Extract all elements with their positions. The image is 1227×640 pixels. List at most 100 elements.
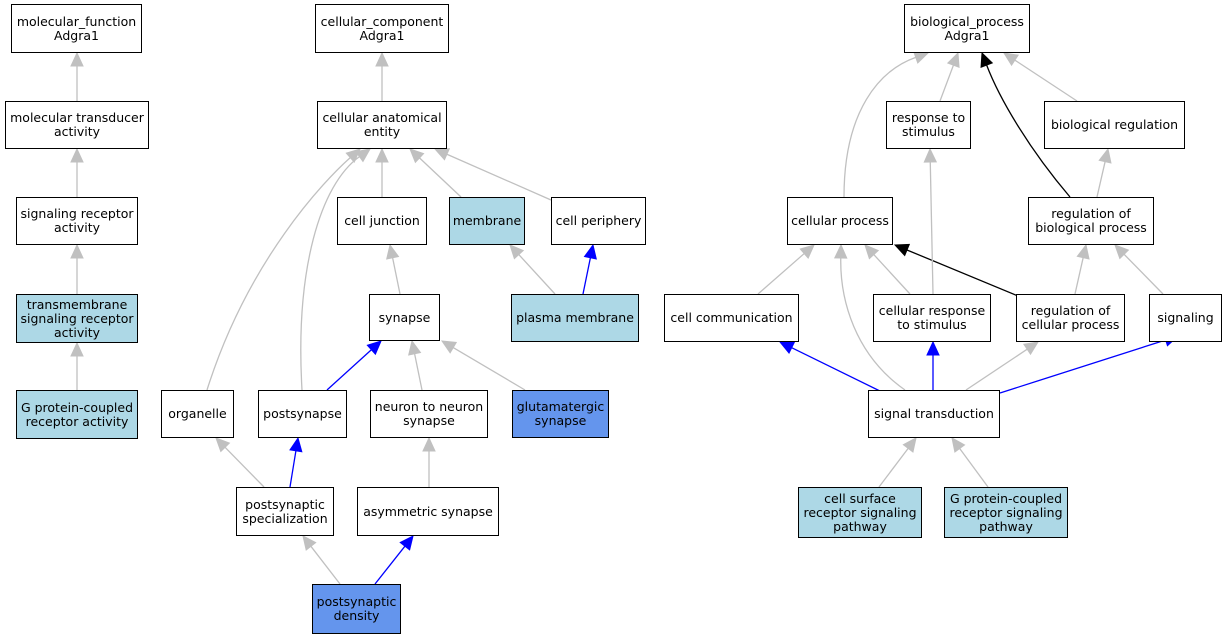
edge-postsyn_density-to-postsyn_spec xyxy=(310,545,341,585)
edge-arrowhead-postsyn_spec-to-postsynapse xyxy=(289,436,303,453)
node-g-protein-coupled-receptor-signaling-pathway[interactable]: G protein-coupled receptor signaling pat… xyxy=(944,487,1068,538)
edge-arrowhead-signal_transduction-to-cell_process xyxy=(833,243,848,259)
edge-postsyn_density-to-asym_synapse xyxy=(374,545,406,585)
node-postsynaptic-density[interactable]: postsynaptic density xyxy=(312,584,401,634)
edge-arrowhead-postsyn_density-to-postsyn_spec xyxy=(302,535,317,551)
edge-arrowhead-membrane-to-cell_anat xyxy=(409,148,425,164)
edge-arrowhead-bio_reg-to-bp_root xyxy=(1003,52,1020,67)
edge-gpcr_pathway-to-signal_transduction xyxy=(959,448,989,488)
edge-arrowhead-plasma_membrane-to-membrane xyxy=(509,244,525,260)
edge-reg_cell_process-to-reg_bio_process xyxy=(1074,257,1084,295)
node-signaling-receptor-activity[interactable]: signaling receptor activity xyxy=(16,197,138,245)
node-asymmetric-synapse[interactable]: asymmetric synapse xyxy=(357,487,499,536)
node-cell-periphery[interactable]: cell periphery xyxy=(551,197,646,245)
node-transmembrane-signaling-receptor-activity[interactable]: transmembrane signaling receptor activit… xyxy=(16,294,138,343)
edge-signal_transduction-to-reg_cell_process xyxy=(965,348,1028,391)
node-cell-surface-receptor-signaling-pathway[interactable]: cell surface receptor signaling pathway xyxy=(798,487,922,538)
edge-signaling-to-reg_bio_process xyxy=(1123,253,1164,295)
node-cellular-component-root[interactable]: cellular_component Adgra1 xyxy=(315,4,449,53)
node-molecular-function-root[interactable]: molecular_function Adgra1 xyxy=(11,4,142,53)
edge-arrowhead-n2n_synapse-to-synapse xyxy=(408,339,422,356)
edge-reg_bio_process-to-bio_reg xyxy=(1096,161,1106,198)
node-biological-regulation[interactable]: biological regulation xyxy=(1044,101,1185,149)
node-membrane[interactable]: membrane xyxy=(449,197,525,245)
edge-plasma_membrane-to-cell_periphery xyxy=(582,257,592,295)
edge-arrowhead-reg_cell_process-to-reg_bio_process xyxy=(1076,243,1090,260)
edge-postsynapse-to-synapse xyxy=(326,349,372,391)
edge-plasma_membrane-to-membrane xyxy=(518,254,556,295)
node-cellular-response-to-stimulus[interactable]: cellular response to stimulus xyxy=(873,294,991,342)
edge-arrowhead-reg_cell_process-to-cell_process xyxy=(893,243,911,257)
node-cellular-process[interactable]: cellular process xyxy=(787,197,893,245)
edge-arrowhead-cell_resp_stim-to-resp_stimulus xyxy=(923,147,938,163)
node-molecular-transducer-activity[interactable]: molecular transducer activity xyxy=(5,101,149,149)
edge-cell_resp_stim-to-cell_process xyxy=(873,254,911,295)
edge-arrowhead-cell_anat-to-cc_root xyxy=(375,51,389,67)
edge-signal_transduction-to-cell_process xyxy=(840,257,906,391)
edge-bio_reg-to-bp_root xyxy=(1014,59,1078,102)
edge-postsynapse-to-cell_anat xyxy=(300,156,360,391)
edge-reg_cell_process-to-cell_process xyxy=(906,249,1019,297)
node-cell-junction[interactable]: cell junction xyxy=(337,197,427,245)
edge-membrane-to-cell_anat xyxy=(419,157,462,198)
node-regulation-of-cellular-process[interactable]: regulation of cellular process xyxy=(1016,294,1125,342)
node-organelle[interactable]: organelle xyxy=(161,390,234,438)
node-postsynaptic-specialization[interactable]: postsynaptic specialization xyxy=(236,487,334,536)
node-biological-process-root[interactable]: biological_process Adgra1 xyxy=(904,4,1030,53)
edge-arrowhead-asym_synapse-to-n2n_synapse xyxy=(422,436,436,452)
node-signal-transduction[interactable]: signal transduction xyxy=(868,390,1000,438)
edge-arrowhead-cell_junction-to-cell_anat xyxy=(375,147,389,163)
node-response-to-stimulus[interactable]: response to stimulus xyxy=(886,101,971,149)
edge-synapse-to-cell_junction xyxy=(391,257,401,295)
edge-signal_transduction-to-signaling xyxy=(999,339,1166,394)
edge-arrowhead-sig_receptor-to-mol_transducer xyxy=(70,147,84,163)
edge-cell_comm-to-cell_process xyxy=(757,253,805,295)
edge-resp_stimulus-to-bp_root xyxy=(939,64,955,102)
edge-arrowhead-signaling-to-reg_bio_process xyxy=(1114,244,1130,260)
edge-arrowhead-synapse-to-cell_junction xyxy=(386,243,400,260)
node-regulation-of-biological-process[interactable]: regulation of biological process xyxy=(1028,197,1154,245)
edge-arrowhead-postsyn_density-to-asym_synapse xyxy=(399,535,414,551)
edge-reg_bio_process-to-bp_root xyxy=(986,64,1071,198)
edge-cell_process-to-bp_root xyxy=(843,56,916,198)
edge-n2n_synapse-to-synapse xyxy=(413,353,423,391)
node-signaling[interactable]: signaling xyxy=(1149,294,1222,342)
edge-arrowhead-signal_transduction-to-cell_resp_stim xyxy=(926,340,940,356)
node-plasma-membrane[interactable]: plasma membrane xyxy=(511,294,639,342)
edge-csr_pathway-to-signal_transduction xyxy=(878,447,909,488)
edge-cell_periphery-to-cell_anat xyxy=(446,153,552,201)
edge-postsyn_spec-to-organelle xyxy=(224,446,265,488)
edge-organelle-to-cell_anat xyxy=(206,157,351,391)
edge-arrowhead-cell_periphery-to-cell_anat xyxy=(433,148,451,161)
edge-arrowhead-cell_resp_stim-to-cell_process xyxy=(864,244,880,260)
edge-arrowhead-cell_comm-to-cell_process xyxy=(799,244,815,259)
edge-arrowhead-reg_bio_process-to-bio_reg xyxy=(1098,147,1112,164)
edge-arrowhead-postsyn_spec-to-organelle xyxy=(215,437,231,453)
edge-arrowhead-reg_bio_process-to-bp_root xyxy=(980,51,994,69)
node-glutamatergic-synapse[interactable]: glutamatergic synapse xyxy=(512,390,609,438)
edge-arrowhead-gpcr_activity-to-tm_sig_receptor xyxy=(70,341,84,357)
node-g-protein-coupled-receptor-activity[interactable]: G protein-coupled receptor activity xyxy=(16,390,138,439)
edge-postsyn_spec-to-postsynapse xyxy=(289,450,297,488)
edge-arrowhead-resp_stimulus-to-bp_root xyxy=(946,51,960,69)
edge-arrowhead-cell_process-to-bp_root xyxy=(913,51,930,64)
node-cell-communication[interactable]: cell communication xyxy=(664,294,799,342)
edge-arrowhead-postsynapse-to-cell_anat xyxy=(355,148,371,163)
node-postsynapse[interactable]: postsynapse xyxy=(258,390,347,438)
edge-arrowhead-gpcr_pathway-to-signal_transduction xyxy=(951,437,966,453)
node-synapse[interactable]: synapse xyxy=(369,294,440,341)
edge-signal_transduction-to-cell_comm xyxy=(791,347,885,394)
edge-glut_synapse-to-synapse xyxy=(452,347,526,391)
node-cellular-anatomical-entity[interactable]: cellular anatomical entity xyxy=(317,101,447,149)
edge-arrowhead-signal_transduction-to-cell_comm xyxy=(778,341,796,355)
edge-arrowhead-tm_sig_receptor-to-sig_receptor xyxy=(70,243,84,259)
edge-arrowhead-plasma_membrane-to-cell_periphery xyxy=(583,243,597,260)
edge-cell_resp_stim-to-resp_stimulus xyxy=(929,161,934,295)
edge-arrowhead-postsynapse-to-synapse xyxy=(366,340,382,356)
edge-arrowhead-glut_synapse-to-synapse xyxy=(440,340,458,354)
edge-arrowhead-csr_pathway-to-signal_transduction xyxy=(902,437,917,453)
node-neuron-to-neuron-synapse[interactable]: neuron to neuron synapse xyxy=(370,390,488,438)
edge-arrowhead-mol_transducer-to-mf_root xyxy=(70,51,84,67)
edge-arrowhead-signal_transduction-to-reg_cell_process xyxy=(1023,341,1039,356)
